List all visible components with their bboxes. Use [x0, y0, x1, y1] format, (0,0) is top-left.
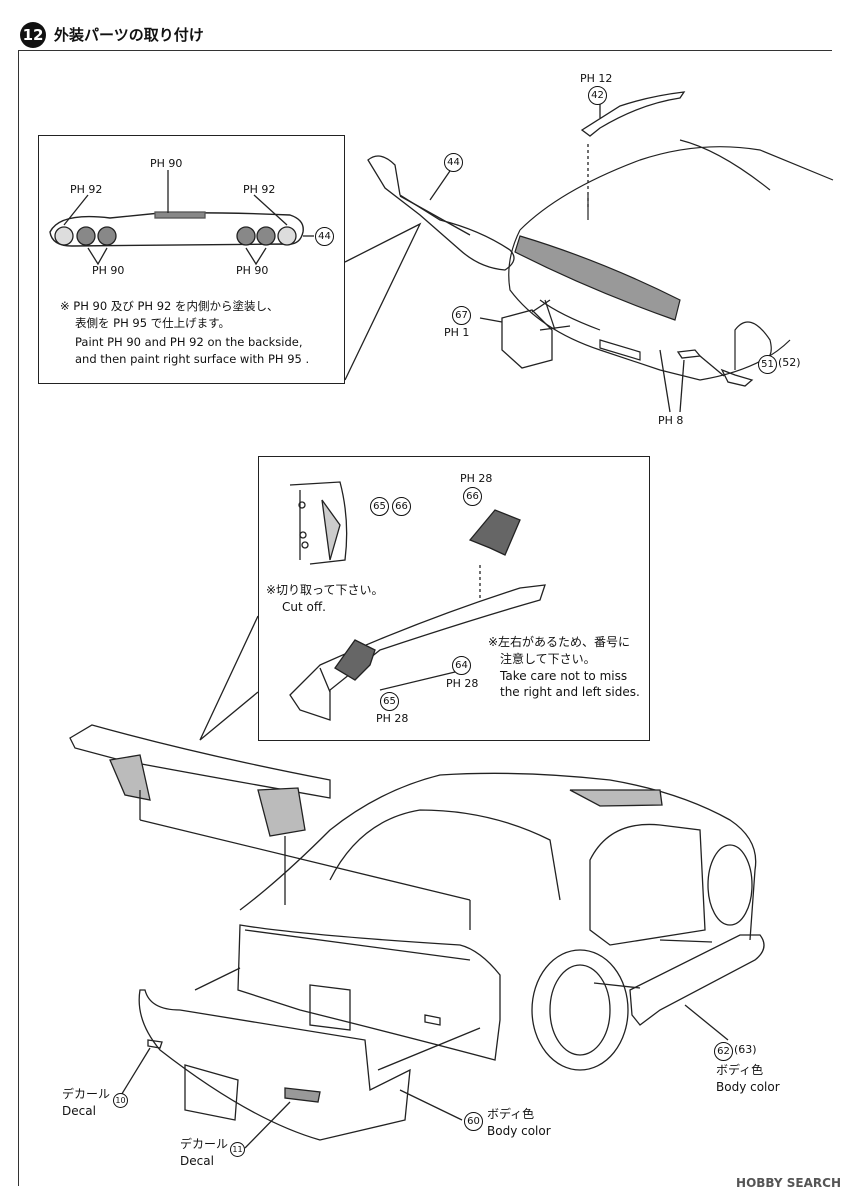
paint-code-label: PH 92: [243, 183, 276, 196]
part-number-44: 44: [315, 227, 334, 246]
block-part-67: [501, 309, 553, 369]
decal-number-10: 10: [113, 1093, 128, 1108]
paint-code-65: PH 28: [376, 712, 409, 725]
car-body: [237, 772, 757, 1071]
sides-note-jp-2: 注意して下さい。: [500, 652, 596, 666]
part-number-64: 64: [452, 656, 471, 675]
paint-code-label: PH 92: [70, 183, 103, 196]
paint-note-inset: [38, 135, 345, 384]
car-rear-upper: [508, 139, 834, 381]
sides-note-en-1: Take care not to miss: [500, 669, 628, 683]
paint-code-67: PH 1: [444, 326, 470, 339]
note-en-line-1: Paint PH 90 and PH 92 on the backside,: [75, 335, 303, 349]
watermark: HOBBY SEARCH: [736, 1176, 841, 1190]
paint-code-66: PH 28: [460, 472, 493, 485]
part-51: [720, 368, 754, 387]
body-color-en: Body color: [716, 1080, 780, 1094]
paint-code-label: PH 90: [150, 157, 183, 170]
part-number-44: 44: [444, 153, 463, 172]
step-frame: [18, 50, 832, 1186]
sprue-65-66: [289, 481, 348, 565]
decal-number-11: 11: [230, 1142, 245, 1157]
paint-code-42: PH 12: [580, 72, 613, 85]
note-en-line-2: and then paint right surface with PH 95 …: [75, 352, 310, 366]
spoiler-64-detail: [289, 509, 546, 721]
part-number-65: 65: [370, 497, 389, 516]
paint-code-8: PH 8: [658, 414, 684, 427]
cut-note-jp: ※切り取って下さい。: [266, 583, 384, 597]
spoiler-detail-inset: [258, 456, 650, 741]
paint-code-64: PH 28: [446, 677, 479, 690]
part-number-52: (52): [778, 356, 801, 369]
part-number-62: 62: [714, 1042, 733, 1061]
step-number-badge: 12: [20, 22, 46, 48]
decal-label-jp: デカール: [180, 1137, 229, 1151]
part-number-63: (63): [734, 1043, 757, 1056]
spoiler-44-detail: [49, 170, 314, 266]
part-number-67: 67: [452, 306, 471, 325]
sides-note-en-2: the right and left sides.: [500, 685, 640, 699]
part-number-51: 51: [758, 355, 777, 374]
paint-code-label: PH 90: [236, 264, 269, 277]
body-color-jp: ボディ色: [487, 1107, 535, 1121]
inset-top-callout-lines: [344, 222, 422, 381]
rear-bumper-part-60: [138, 967, 481, 1141]
sides-note-jp-1: ※左右があるため、番号に: [488, 635, 631, 649]
part-number-65: 65: [380, 692, 399, 711]
paint-code-label: PH 90: [92, 264, 125, 277]
note-jp-line-1: ※ PH 90 及び PH 92 を内側から塗装し、: [60, 299, 279, 313]
step-title: 外装パーツの取り付け: [54, 26, 204, 44]
rear-wing-assembly: [69, 724, 471, 930]
body-color-en: Body color: [487, 1124, 551, 1138]
decal-label-jp: デカール: [62, 1087, 111, 1101]
part-number-60: 60: [464, 1112, 483, 1131]
note-jp-line-2: 表側を PH 95 で仕上げます。: [75, 316, 231, 330]
part-number-66: 66: [392, 497, 411, 516]
decal-label-en: Decal: [180, 1154, 214, 1168]
body-color-jp: ボディ色: [716, 1063, 764, 1077]
cut-note-en: Cut off.: [282, 600, 326, 614]
side-skirt-part-62: [593, 934, 765, 1041]
part-number-42: 42: [588, 86, 607, 105]
part-number-66: 66: [463, 487, 482, 506]
wing-part-44: [367, 155, 515, 271]
inset-mid-callout-lines: [199, 615, 259, 741]
decal-label-en: Decal: [62, 1104, 96, 1118]
wiper-part-42: [580, 91, 686, 137]
